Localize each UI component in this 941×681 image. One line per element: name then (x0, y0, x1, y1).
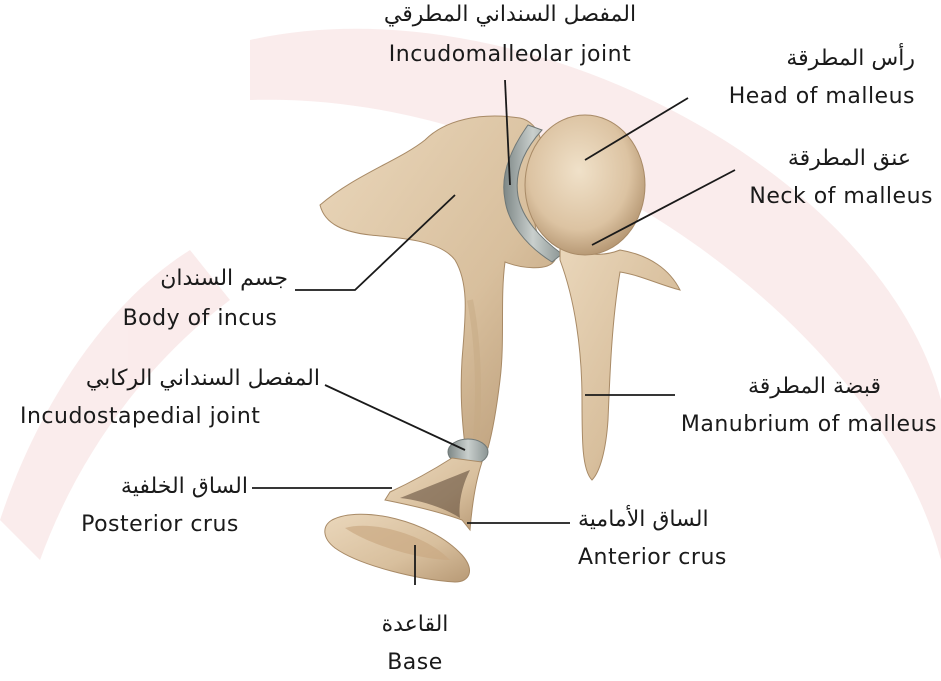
label-body-incus-ar: جسم السندان (120, 266, 288, 292)
leader-incudostapedial (325, 385, 465, 450)
label-posterior-crus-ar: الساق الخلفية (70, 474, 248, 500)
stapes-bone (325, 458, 482, 582)
label-neck-malleus-ar: عنق المطرقة (788, 146, 911, 172)
label-head-malleus-en: Head of malleus (729, 84, 915, 110)
label-incudostapedial-en: Incudostapedial joint (20, 404, 260, 430)
label-incudostapedial-ar: المفصل السنداني الركابي (4, 366, 320, 392)
label-posterior-crus-en: Posterior crus (60, 512, 260, 538)
label-body-incus-en: Body of incus (100, 306, 300, 332)
label-anterior-crus-ar: الساق الأمامية (578, 507, 758, 533)
label-base-en: Base (340, 650, 490, 676)
label-head-malleus-ar: رأس المطرقة (786, 46, 915, 72)
label-anterior-crus-en: Anterior crus (578, 545, 727, 571)
label-manubrium-en: Manubrium of malleus (681, 412, 937, 438)
label-manubrium-ar: قبضة المطرقة (748, 374, 881, 400)
label-neck-malleus-en: Neck of malleus (749, 184, 933, 210)
label-incudomalleolar-ar: المفصل السنداني المطرقي (300, 2, 720, 28)
label-base-ar: القاعدة (340, 612, 490, 638)
label-incudomalleolar-en: Incudomalleolar joint (300, 42, 720, 68)
